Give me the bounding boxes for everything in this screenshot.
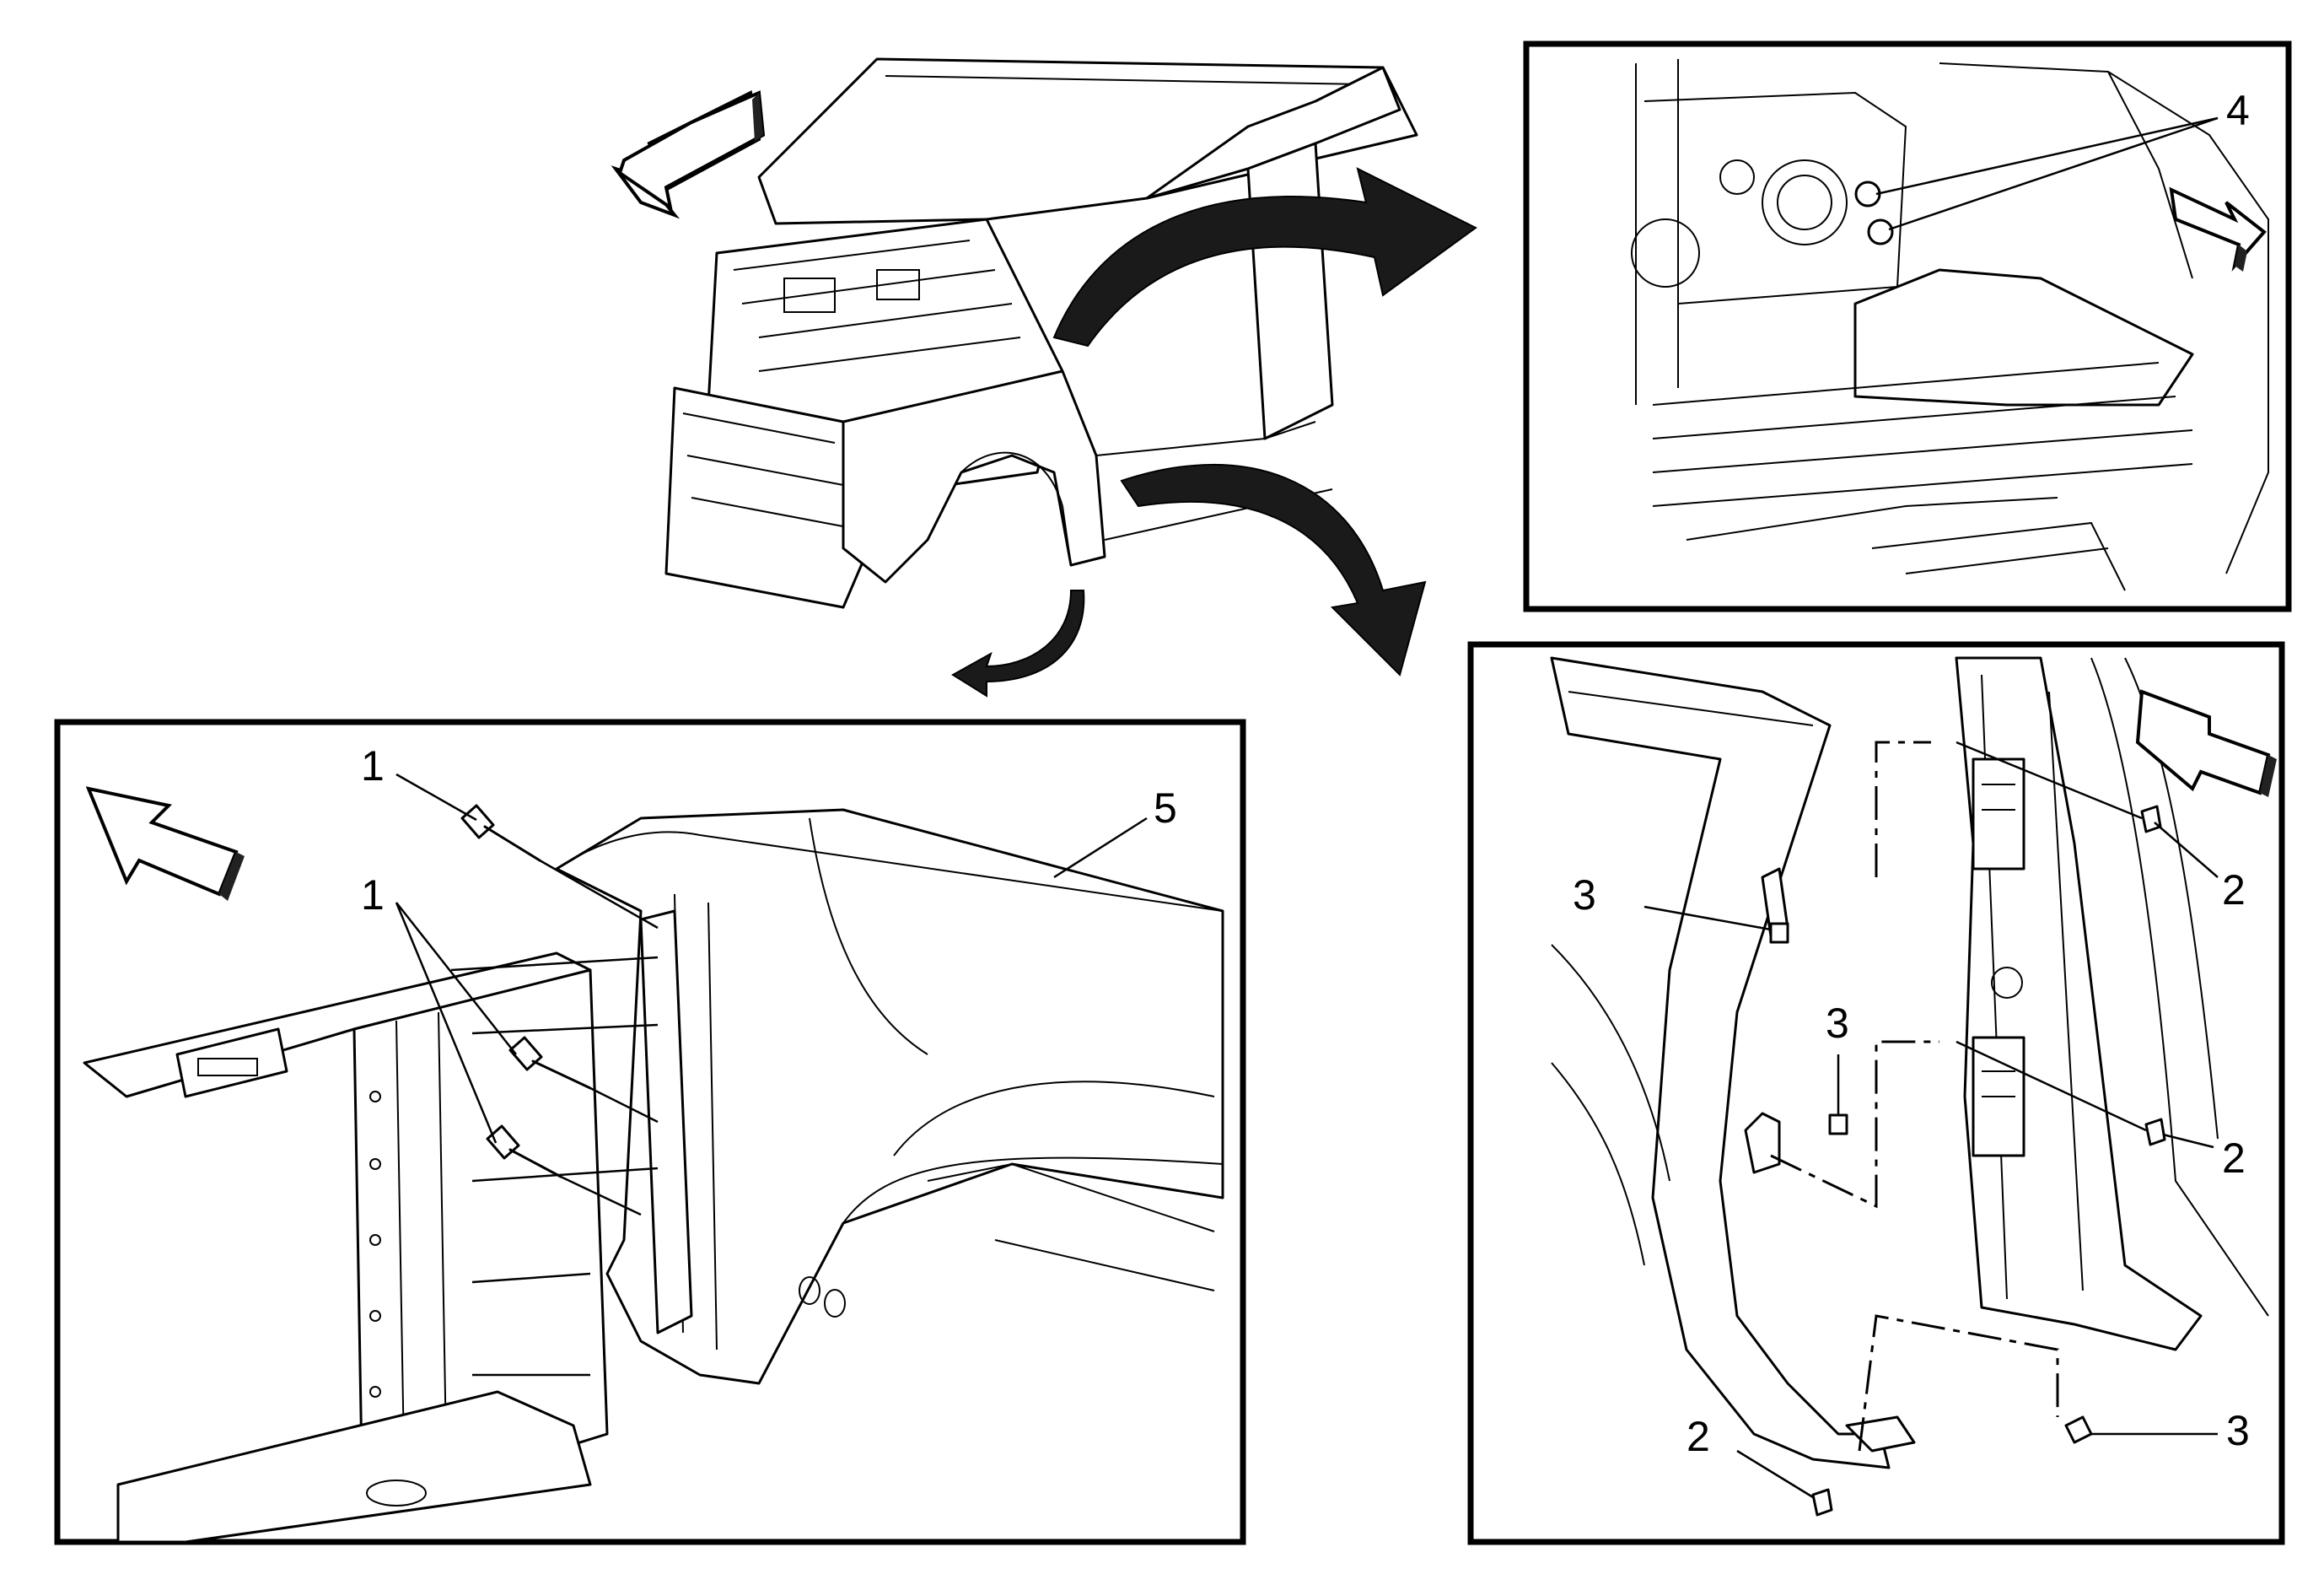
bolt-icon: [508, 1036, 592, 1090]
fender-rear-illustration: [1550, 656, 2269, 1469]
forward-direction-arrow-icon: [85, 786, 245, 901]
clip-icon: [1828, 1113, 1848, 1135]
engine-compartment-illustration: [1631, 59, 2269, 591]
callout-fastener-1-lower: 1: [361, 871, 517, 1144]
forward-direction-arrow-icon: [2169, 186, 2267, 272]
callout-5-label: 5: [1154, 784, 1177, 832]
bolt-icon: [1811, 1488, 1833, 1517]
callout-3-left-label: 3: [1573, 871, 1596, 919]
callout-bolt-2-bottom: 2: [1687, 1413, 1814, 1499]
callout-1-upper-label: 1: [361, 742, 385, 790]
callout-bolt-2-upper: 2: [2154, 822, 2246, 914]
curved-pointer-arrow-icon: [951, 590, 1085, 698]
callout-3-bottom-label: 3: [2226, 1407, 2250, 1454]
vehicle-overview-illustration: [664, 57, 1418, 609]
callout-2-upper-label: 2: [2222, 866, 2246, 914]
callout-clip-3-middle: 3: [1826, 1000, 1849, 1115]
callout-1-lower-label: 1: [361, 871, 385, 919]
callout-2-middle-label: 2: [2222, 1135, 2246, 1182]
fender-front-illustration: [83, 804, 1224, 1544]
callout-bolt-4: 4: [1875, 87, 2250, 231]
curved-pointer-arrow-icon: [1052, 167, 1477, 348]
bolt-icon: [2144, 1118, 2166, 1146]
bolt-icon: [486, 1124, 562, 1178]
forward-direction-arrow-icon: [611, 90, 766, 219]
callout-fender-5: 5: [1053, 784, 1177, 879]
callout-3-middle-label: 3: [1826, 1000, 1849, 1047]
callout-clip-3-bottom: 3: [2091, 1407, 2250, 1454]
callout-bolt-2-middle: 2: [2162, 1133, 2246, 1182]
callout-fastener-1-upper: 1: [361, 742, 477, 822]
alignment-lines: [1770, 741, 2147, 1452]
callout-4-label: 4: [2226, 87, 2250, 134]
callout-2-bottom-label: 2: [1687, 1413, 1710, 1460]
curved-pointer-arrow-icon: [1120, 464, 1427, 676]
forward-direction-arrow-icon: [2135, 689, 2277, 797]
clip-icon: [1769, 922, 1789, 944]
bolt-icon: [460, 804, 541, 862]
bolt-icon: [2140, 805, 2162, 833]
callout-clip-3-left: 3: [1573, 871, 1772, 931]
